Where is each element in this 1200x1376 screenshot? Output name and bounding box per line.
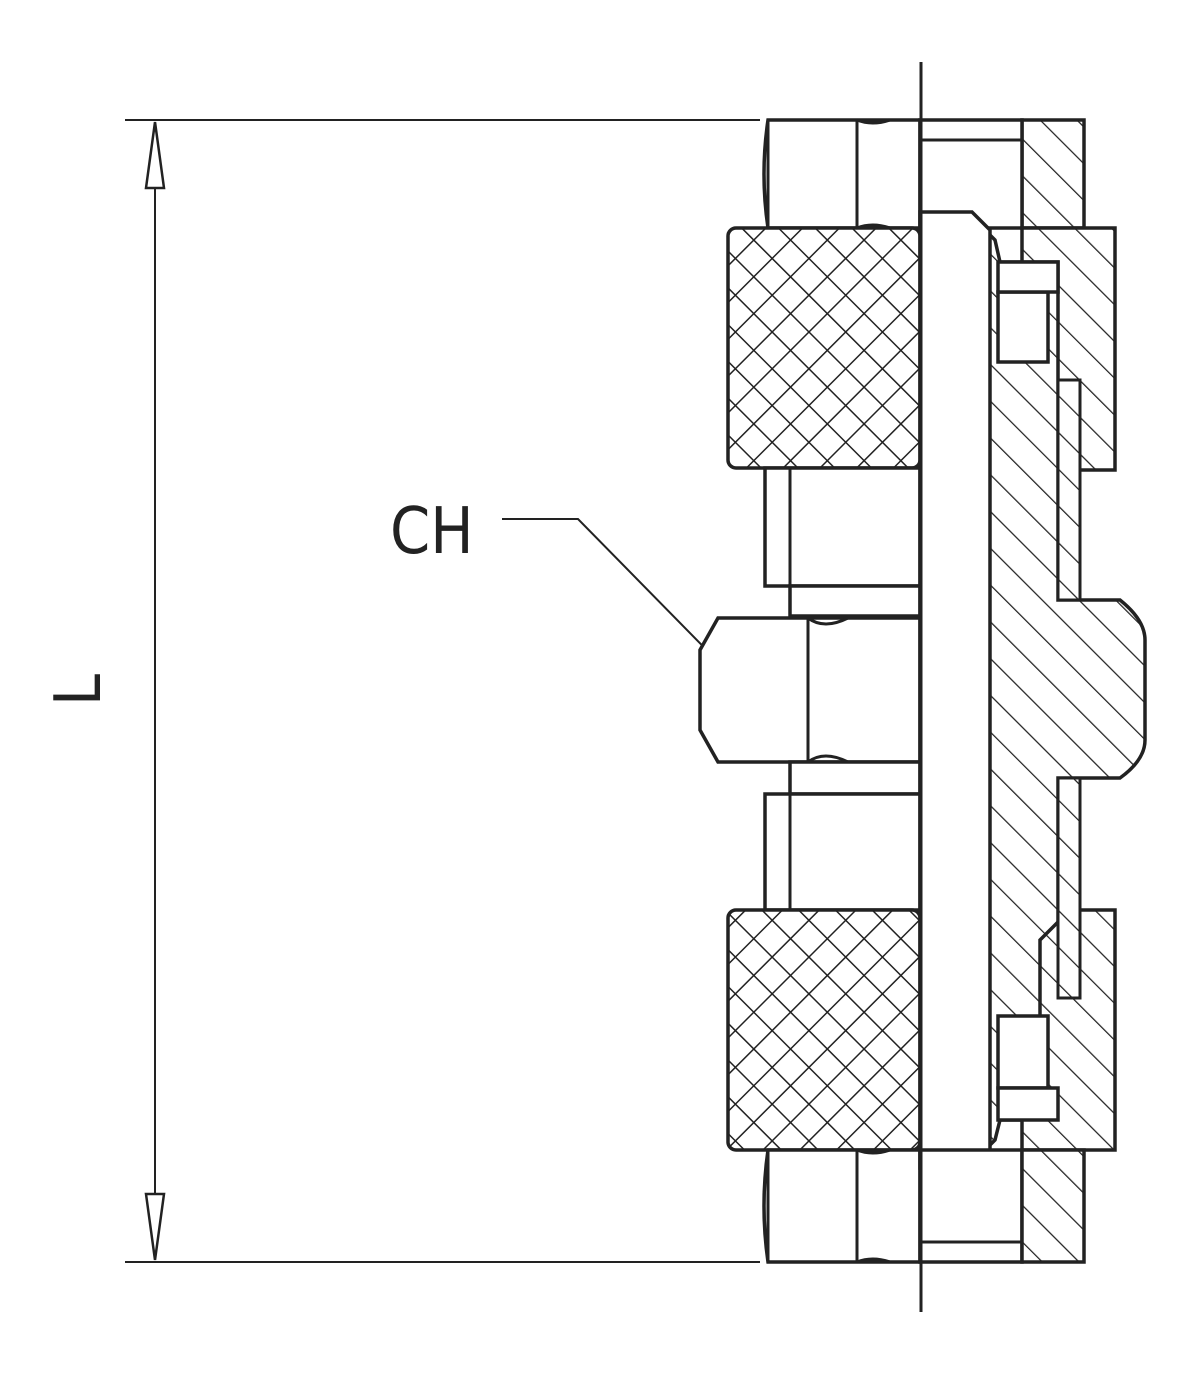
knurled-sleeve-bottom [726,908,922,1152]
center-hex [698,616,922,764]
length-label: L [42,674,116,706]
neck-top [763,466,922,588]
neck-bottom [763,792,922,912]
arrow-top-icon [144,121,166,190]
leader-line [502,518,743,687]
hex-label: CH [390,495,474,569]
hex-callout: CH [390,495,763,706]
fitting-exterior [698,118,922,1264]
knurled-sleeve-top [726,226,922,470]
tube [918,210,992,1170]
nut-bottom [762,1148,922,1264]
dimension-length: L [42,119,760,1263]
nut-top [762,118,922,230]
arrow-bottom-icon [144,1192,166,1261]
fitting-section [918,118,1147,1264]
